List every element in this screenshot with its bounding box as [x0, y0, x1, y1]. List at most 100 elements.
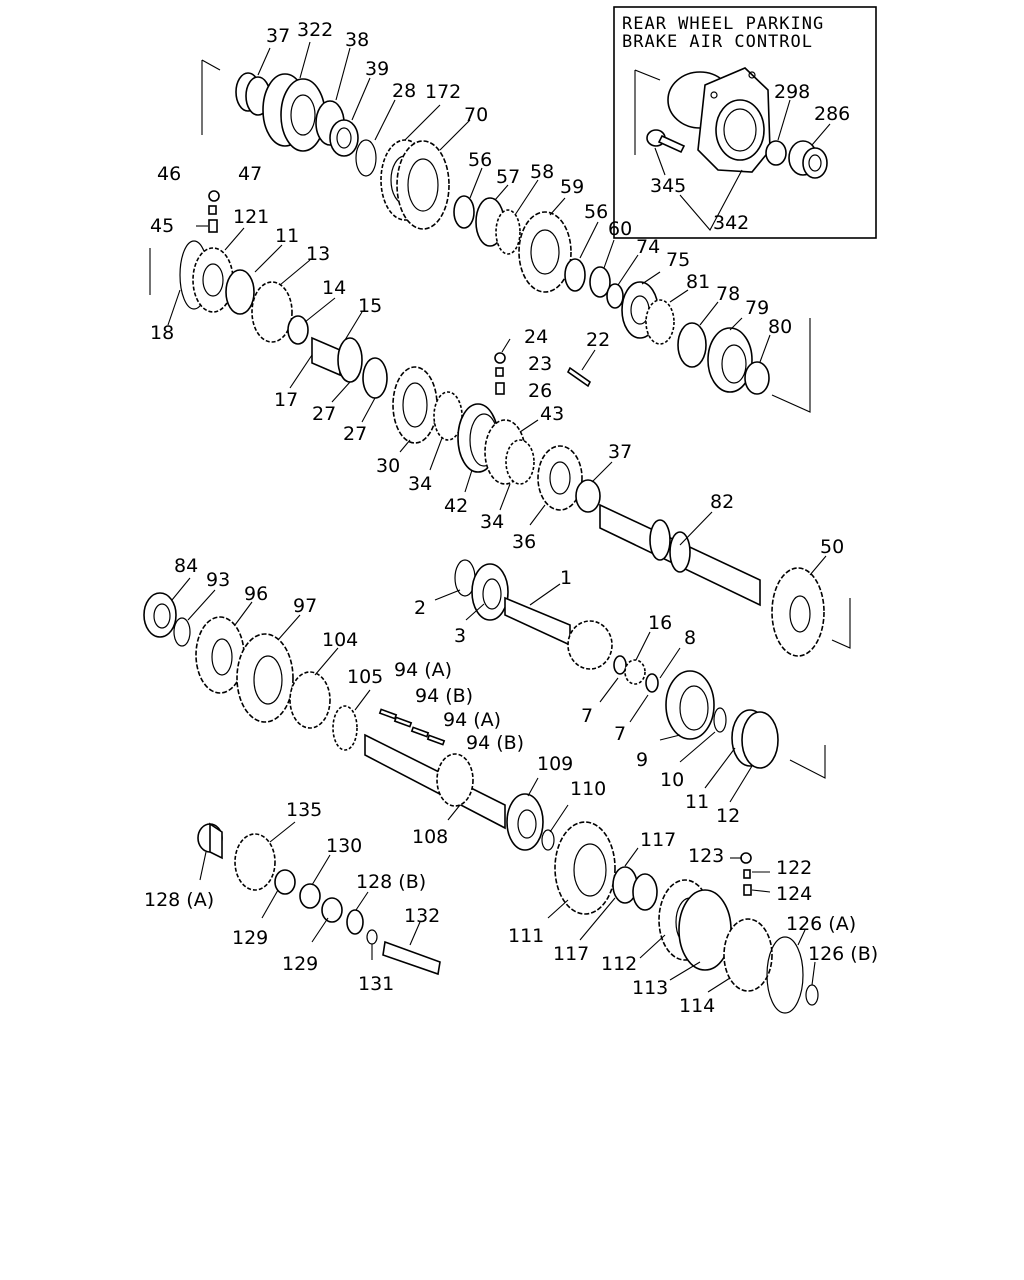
mainshaft-82	[599, 503, 761, 607]
callout-113: 113	[632, 977, 668, 999]
o-ring-298	[765, 140, 787, 166]
bearing-37-main	[575, 479, 601, 513]
callout-135: 135	[286, 799, 322, 821]
callout-46: 46	[157, 163, 181, 185]
callout-286: 286	[814, 103, 850, 125]
gear-70	[396, 140, 450, 230]
callout-123: 123	[688, 845, 724, 867]
callout-34: 34	[408, 473, 432, 495]
needle-pins-94	[378, 708, 446, 746]
air-control-housing	[667, 67, 771, 173]
callout-78: 78	[716, 283, 740, 305]
callout-104: 104	[322, 629, 358, 651]
callout-56-b: 56	[584, 201, 608, 223]
callout-43: 43	[540, 403, 564, 425]
callout-27-b: 27	[343, 423, 367, 445]
callout-80: 80	[768, 316, 792, 338]
callout-1: 1	[560, 567, 572, 589]
inset-title-line2: BRAKE AIR CONTROL	[622, 32, 813, 52]
callout-28: 28	[392, 80, 416, 102]
callout-94b: 94 (B)	[415, 685, 473, 707]
bearing-3	[471, 563, 509, 621]
main-shaft-parts	[149, 240, 851, 657]
bolt-345	[646, 129, 686, 154]
callout-112: 112	[601, 953, 637, 975]
callout-97: 97	[293, 595, 317, 617]
washer-74	[606, 283, 624, 309]
ring-11-top	[225, 269, 255, 315]
callout-82: 82	[710, 491, 734, 513]
callout-128a: 128 (A)	[144, 889, 214, 911]
sleeve-113	[678, 889, 732, 971]
ring-58	[495, 209, 521, 255]
callout-114: 114	[679, 995, 715, 1017]
washer-7-b	[645, 673, 659, 693]
callout-23: 23	[528, 353, 552, 375]
callout-105: 105	[347, 666, 383, 688]
callout-18: 18	[150, 322, 174, 344]
callout-45: 45	[150, 215, 174, 237]
callout-47: 47	[238, 163, 262, 185]
bearing-14	[287, 315, 309, 345]
bearing-129-a	[274, 869, 296, 895]
sleeve-17	[311, 336, 341, 377]
fitting-286	[788, 140, 828, 179]
callout-26: 26	[528, 380, 552, 402]
countershaft-108	[364, 733, 506, 830]
callout-111: 111	[508, 925, 544, 947]
bearing-56-a	[453, 195, 475, 229]
callout-17: 17	[274, 389, 298, 411]
gear-13	[251, 281, 293, 343]
gear-59	[518, 211, 572, 293]
callout-7-b: 7	[614, 723, 626, 745]
callout-345: 345	[650, 175, 686, 197]
snap-ring-28	[355, 139, 377, 177]
callout-81: 81	[686, 271, 710, 293]
upper-shaft-parts	[201, 59, 811, 413]
callout-108: 108	[412, 826, 448, 848]
callout-10: 10	[660, 769, 684, 791]
callout-57: 57	[496, 166, 520, 188]
callout-9: 9	[636, 749, 648, 771]
inset-title-line1: REAR WHEEL PARKING	[622, 14, 824, 34]
parking-brake-inset: REAR WHEEL PARKING BRAKE AIR CONTROL	[613, 6, 877, 239]
callout-37-b: 37	[608, 441, 632, 463]
spacer-130	[299, 883, 321, 909]
spacer-39	[329, 119, 359, 157]
callout-131: 131	[358, 973, 394, 995]
snap-ring-93	[173, 617, 191, 647]
callout-30: 30	[376, 455, 400, 477]
callout-129: 129	[232, 927, 268, 949]
gear-135	[234, 833, 276, 891]
counter-shaft-parts	[143, 592, 555, 851]
bearing-79	[707, 327, 753, 393]
bearing-15	[337, 337, 363, 383]
callout-96: 96	[244, 583, 268, 605]
ball-131	[366, 929, 378, 945]
hub-114	[723, 918, 773, 992]
bearing-16	[624, 659, 646, 685]
callout-7: 7	[581, 705, 593, 727]
callout-70: 70	[464, 104, 488, 126]
gear-81	[645, 299, 675, 345]
idler-shaft-132	[382, 940, 441, 976]
callout-75: 75	[666, 249, 690, 271]
snap-ring-126a	[766, 936, 804, 1014]
callout-94b-2: 94 (B)	[466, 732, 524, 754]
snap-ring-110	[541, 829, 555, 851]
callout-labels: 37 322 38 39 28 172 70 46 47 45 121 11 1…	[144, 19, 878, 1017]
bearing-84	[143, 592, 177, 638]
callout-27: 27	[312, 403, 336, 425]
callout-11-b: 11	[685, 791, 709, 813]
leader-lines	[167, 41, 831, 993]
reverse-idler-parts	[197, 822, 441, 976]
callout-342: 342	[713, 212, 749, 234]
input-shaft-parts	[454, 559, 826, 779]
gear-97	[236, 633, 294, 723]
callout-126b: 126 (B)	[808, 943, 878, 965]
callout-84: 84	[174, 555, 198, 577]
bearing-109	[506, 793, 544, 851]
callout-94a: 94 (A)	[394, 659, 452, 681]
callout-39: 39	[365, 58, 389, 80]
